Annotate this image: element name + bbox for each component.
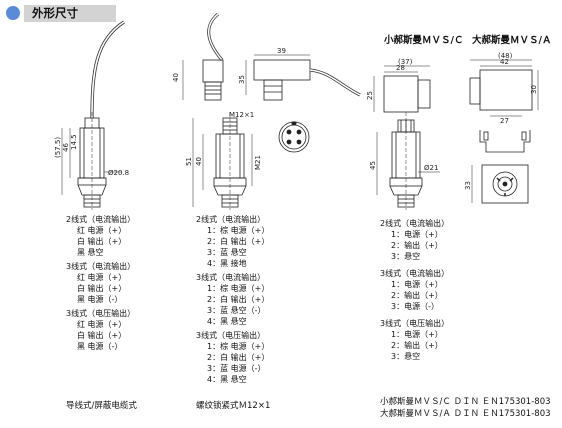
dim-small-dia: Ø21 (424, 164, 438, 172)
dim-m12-angle-h: 40 (172, 73, 180, 82)
group-title: 3线式（电流输出） (196, 273, 266, 282)
group-title: 3线式（电流输出） (66, 262, 136, 271)
dim-small-h: 25 (366, 91, 374, 100)
caption-din-small: 小郝斯曼ＭＶＳ/Ｃ ＤＩＮ ＥＮ175301-803 (380, 397, 551, 407)
group-line: 3：蓝 悬空 (207, 248, 247, 257)
group-line: 黑 电源（-） (77, 295, 123, 304)
group-line: 1：电源（+） (391, 330, 443, 339)
group-title: 2线式（电流输出） (196, 215, 266, 224)
group-line: 红 电源（+） (77, 273, 127, 282)
dim-m12-side: M21 (254, 155, 262, 170)
wiring-column-m12: 2线式（电流输出） 1：棕 电源（+） 2：白 输出（+） 3：蓝 悬空 4：黑… (196, 214, 346, 385)
wiring-column-din: 2线式（电流输出） 1：电源（+） 2：输出（+） 3：悬空 3线式（电流输出）… (380, 218, 530, 362)
group-title: 3线式（电流输出） (380, 269, 450, 278)
dim-m12-thread: M12×1 (229, 111, 254, 119)
dim-small-side: 45 (369, 161, 377, 170)
group-line: 4：黑 悬空 (207, 317, 247, 326)
dim-cable-length: (57.5) (54, 137, 62, 158)
dim-large-w2: 27 (500, 117, 509, 125)
group-line: 1：棕 电源（+） (207, 284, 270, 293)
header-bar (24, 5, 116, 22)
section-title: 外形尺寸 (32, 6, 78, 20)
group-line: 4：黑 悬空 (207, 375, 247, 384)
group-line: 白 输出（+） (77, 331, 127, 340)
caption-m12: 螺纹锁紧式Ｍ12×1 (196, 401, 271, 411)
group-line: 3：电源（-） (391, 302, 439, 311)
group-line: 2：白 输出（+） (207, 353, 270, 362)
wiring-group: 3线式（电流输出） 红 电源（+） 白 输出（+） 黑 电源（-） (66, 261, 206, 305)
wiring-group: 3线式（电压输出） 红 电源（+） 白 输出（+） 黑 电源（-） (66, 308, 206, 352)
bullet-circle-icon (6, 6, 20, 20)
group-line: 3：蓝 电源（-） (207, 364, 266, 373)
wiring-group: 2线式（电流输出） 红 电源（+） 白 输出（+） 黑 悬空 (66, 214, 206, 258)
dim-large-h: 30 (530, 85, 538, 94)
caption-cable: 导线式/屏蔽电缆式 (66, 401, 137, 411)
group-line: 3：蓝 悬空（-） (207, 306, 266, 315)
group-line: 2：输出（+） (391, 291, 443, 300)
group-line: 黑 悬空 (77, 248, 104, 257)
group-line: 2：白 输出（+） (207, 295, 270, 304)
group-line: 2：输出（+） (391, 341, 443, 350)
dim-m12-angle-w: 39 (277, 47, 286, 55)
group-line: 2：白 输出（+） (207, 237, 270, 246)
group-line: 3：悬空 (391, 252, 421, 261)
wiring-group: 2线式（电流输出） 1：电源（+） 2：输出（+） 3：悬空 (380, 218, 530, 262)
group-line: 黑 电源（-） (77, 342, 123, 351)
group-line: 红 电源（+） (77, 226, 127, 235)
dim-cable-dia: Ø20.8 (108, 169, 129, 177)
group-line: 1：棕 电源（+） (207, 226, 270, 235)
group-line: 1：电源（+） (391, 230, 443, 239)
small-din-title: 小郝斯曼ＭＶＳ/Ｃ (383, 34, 463, 46)
small-din-drawing (373, 65, 440, 210)
group-line: 2：输出（+） (391, 241, 443, 250)
dim-small-w: 28 (396, 64, 405, 72)
dim-m12-body: 40 (195, 157, 203, 166)
wiring-group: 2线式（电流输出） 1：棕 电源（+） 2：白 输出（+） 3：蓝 悬空 4：黑… (196, 214, 346, 269)
dim-cable-b: 14.5 (70, 134, 78, 150)
cable-sensor-drawing (61, 20, 125, 210)
group-title: 2线式（电流输出） (66, 215, 136, 224)
group-title: 3线式（电压输出） (66, 309, 136, 318)
group-line: 3：悬空 (391, 352, 421, 361)
group-line: 白 输出（+） (77, 237, 127, 246)
group-title: 2线式（电流输出） (380, 219, 450, 228)
dim-large-w: 42 (500, 58, 509, 66)
group-line: 白 输出（+） (77, 284, 127, 293)
wiring-group: 3线式（电流输出） 1：棕 电源（+） 2：白 输出（+） 3：蓝 悬空（-） … (196, 272, 346, 327)
caption-din-large: 大郝斯曼ＭＶＳ/Ａ ＤＩＮ ＥＮ175301-803 (380, 409, 551, 419)
section-header: 外形尺寸 (6, 4, 116, 22)
large-din-title: 大郝斯曼ＭＶＳ/Ａ (472, 34, 551, 46)
group-title: 3线式（电压输出） (380, 319, 450, 328)
dim-m12-total: 51 (185, 157, 193, 166)
group-line: 1：电源（+） (391, 280, 443, 289)
m12-angled-drawing (182, 12, 361, 101)
wiring-group: 3线式（电压输出） 1：棕 电源（+） 2：白 输出（+） 3：蓝 电源（-） … (196, 330, 346, 385)
dim-cable-a: 46 (62, 143, 70, 152)
group-line: 4：黑 接地 (207, 259, 247, 268)
wiring-group: 3线式（电压输出） 1：电源（+） 2：输出（+） 3：悬空 (380, 318, 530, 362)
dim-small-top: (37) (398, 58, 413, 66)
large-din-drawing (469, 59, 539, 204)
dim-large-top: (48) (498, 52, 513, 60)
group-line: 红 电源（+） (77, 320, 127, 329)
dim-m12-angle-h2: 35 (238, 75, 246, 84)
group-title: 3线式（电压输出） (196, 331, 266, 340)
dim-large-pin: 33 (464, 181, 472, 190)
group-line: 1：棕 电源（+） (207, 342, 270, 351)
wiring-column-cable: 2线式（电流输出） 红 电源（+） 白 输出（+） 黑 悬空 3线式（电流输出）… (66, 214, 206, 352)
wiring-group: 3线式（电流输出） 1：电源（+） 2：输出（+） 3：电源（-） (380, 268, 530, 312)
m12-sensor-drawing (192, 112, 310, 210)
